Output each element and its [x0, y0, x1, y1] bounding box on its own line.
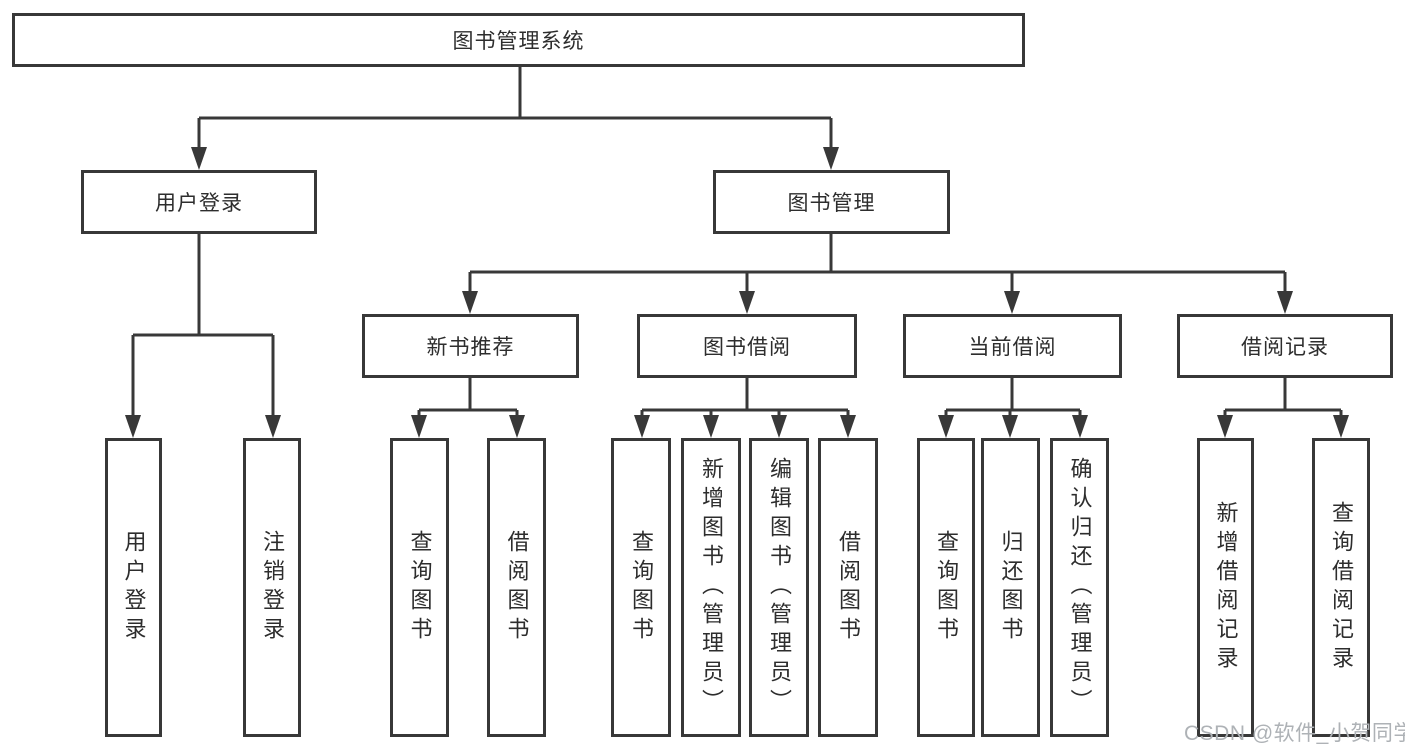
node-borrow-records: 借阅记录: [1177, 314, 1393, 378]
leaf-recommend-borrow-books: 借阅图书: [487, 438, 546, 737]
leaf-recommend-query-books: 查询图书: [390, 438, 449, 737]
leaf-query-borrow-record: 查询借阅记录: [1312, 438, 1370, 737]
leaf-add-books-admin: 新增图书（管理员）: [681, 438, 741, 737]
leaf-edit-books-admin: 编辑图书（管理员）: [749, 438, 809, 737]
leaf-current-query-books: 查询图书: [917, 438, 975, 737]
arrowheads: [125, 147, 1349, 438]
leaf-borrow-books: 借阅图书: [818, 438, 878, 737]
node-book-management: 图书管理: [713, 170, 950, 234]
leaf-borrow-query-books: 查询图书: [611, 438, 671, 737]
leaf-return-books: 归还图书: [981, 438, 1040, 737]
node-current-borrow: 当前借阅: [903, 314, 1122, 378]
node-book-borrow: 图书借阅: [637, 314, 857, 378]
watermark: CSDN @软件_小贺同学: [1184, 722, 1405, 745]
leaf-logout: 注销登录: [243, 438, 301, 737]
leaf-user-login: 用户登录: [105, 438, 162, 737]
node-root: 图书管理系统: [12, 13, 1025, 67]
node-new-book-recommend: 新书推荐: [362, 314, 579, 378]
leaf-confirm-return-admin: 确认归还（管理员）: [1050, 438, 1109, 737]
node-user-login: 用户登录: [81, 170, 317, 234]
leaf-add-borrow-record: 新增借阅记录: [1197, 438, 1254, 737]
